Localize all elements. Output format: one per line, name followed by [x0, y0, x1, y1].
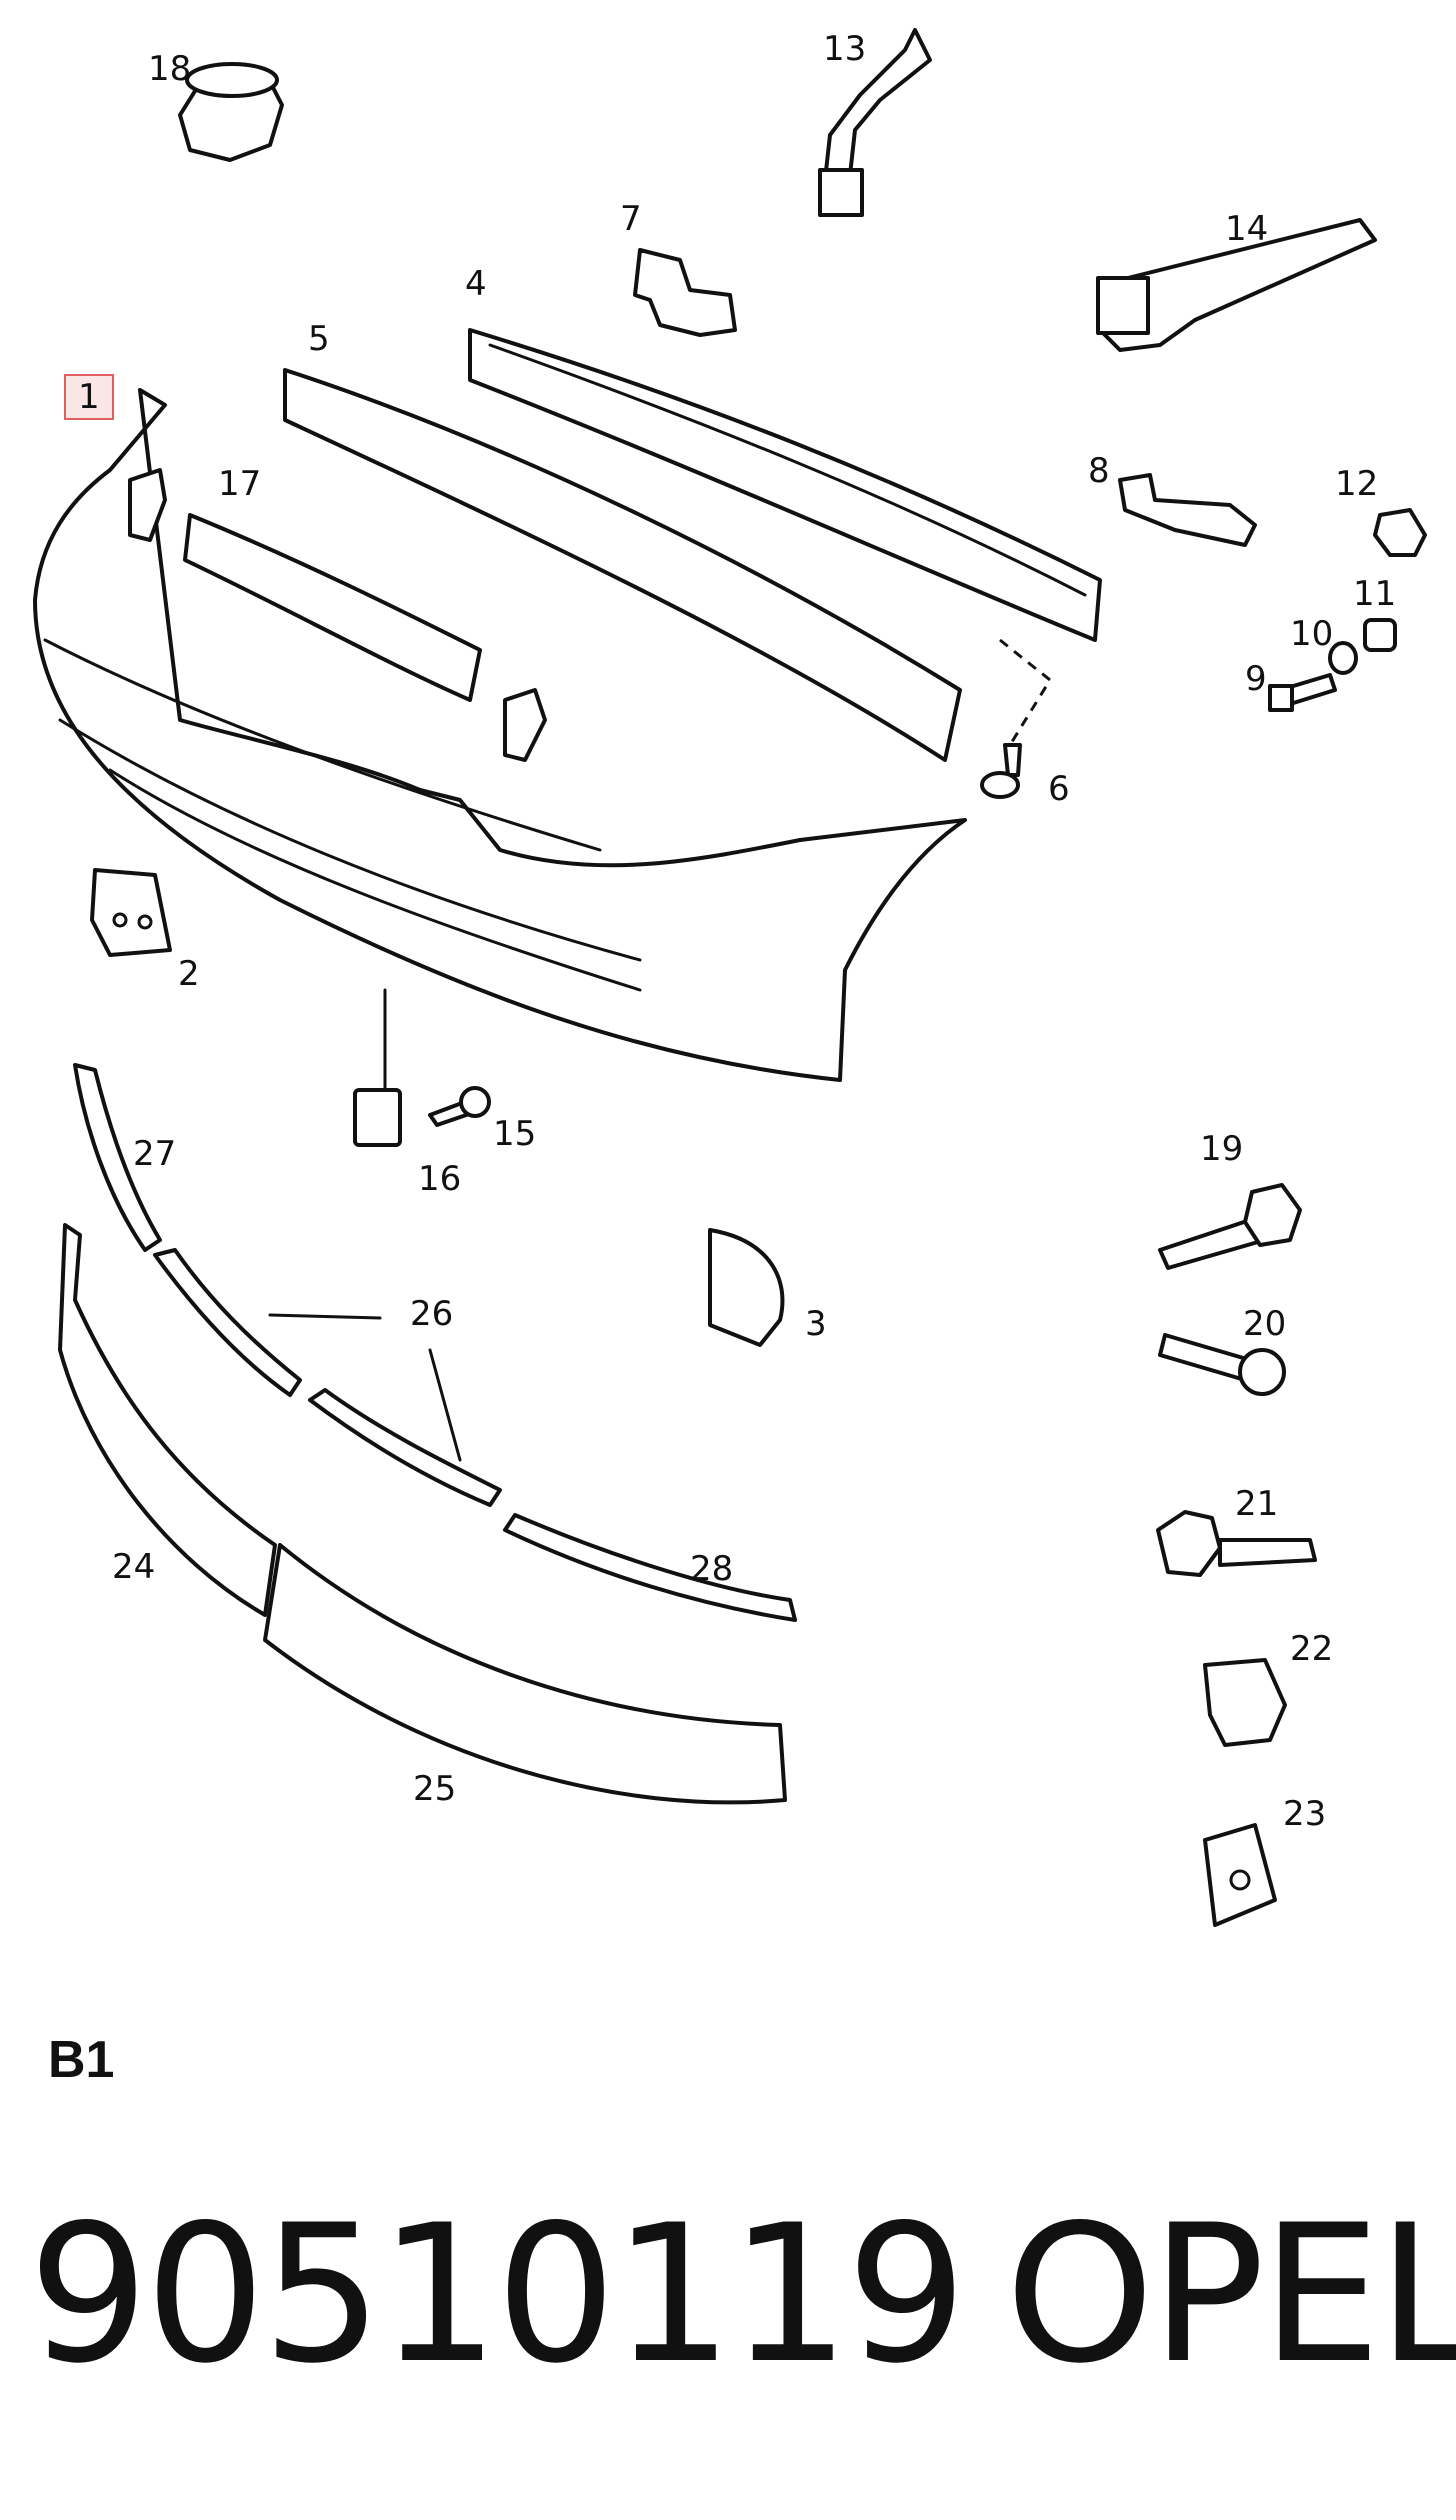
callout-19: 19 — [1200, 1129, 1243, 1169]
callout-2: 2 — [178, 954, 200, 994]
part-15-screw — [428, 1086, 491, 1127]
part-11-nut — [1363, 618, 1397, 652]
callout-4: 4 — [465, 264, 487, 304]
callout-26: 26 — [410, 1294, 453, 1334]
leader-26b — [428, 1348, 462, 1462]
part-10-washer — [1328, 641, 1358, 675]
callout-16: 16 — [418, 1159, 461, 1199]
callout-27: 27 — [133, 1134, 176, 1174]
part-20-screw — [1158, 1333, 1286, 1396]
part-number: 90510119 — [28, 2184, 967, 2405]
part-14-reinforcement — [1096, 218, 1377, 352]
callout-18: 18 — [148, 49, 191, 89]
part-13-bracket — [818, 28, 932, 217]
part-9-bolt — [1268, 673, 1337, 712]
callout-10: 10 — [1290, 614, 1333, 654]
callout-24: 24 — [112, 1547, 155, 1587]
part-27-deflector-strip — [73, 1063, 162, 1252]
callout-12: 12 — [1335, 464, 1378, 504]
callout-8: 8 — [1088, 451, 1110, 491]
callout-21: 21 — [1235, 1484, 1278, 1524]
part-7-bracket — [633, 248, 737, 337]
part-5-trim-strip — [283, 368, 962, 762]
part-21-bolt — [1156, 1510, 1317, 1577]
callout-22: 22 — [1290, 1629, 1333, 1669]
part-23-speed-nut — [1203, 1823, 1277, 1927]
callout-7: 7 — [620, 199, 642, 239]
part-25-spoiler — [263, 1543, 787, 1805]
guide-line-6 — [999, 638, 1052, 746]
part-18-cap — [178, 62, 284, 162]
part-26-strip-segments — [153, 1248, 502, 1507]
part-12-clip — [1373, 508, 1427, 557]
callout-14: 14 — [1225, 209, 1268, 249]
part-16-clip — [353, 1088, 402, 1147]
callout-1: 1 — [78, 377, 100, 417]
part-1-bumper-cover — [33, 388, 967, 1082]
callout-11: 11 — [1353, 574, 1396, 614]
part-22-clip-nut — [1203, 1658, 1287, 1747]
part-6-screw — [980, 743, 1022, 799]
part-3-cap — [708, 1228, 785, 1347]
part-17-grille-strip — [183, 513, 482, 702]
callout-28: 28 — [690, 1549, 733, 1589]
section-code: B1 — [48, 2031, 115, 2089]
callout-1-highlight — [64, 374, 114, 420]
brand-name: OPEL — [1005, 2184, 1456, 2405]
part-8-bracket — [1118, 473, 1257, 547]
callout-20: 20 — [1243, 1304, 1286, 1344]
part-4-impact-bar — [468, 328, 1102, 642]
exploded-parts-diagram: 1234567891011121314151617181920212223242… — [33, 28, 1427, 1927]
part-2-plate — [90, 868, 172, 957]
callout-23: 23 — [1283, 1794, 1326, 1834]
callout-5: 5 — [308, 319, 330, 359]
callout-3: 3 — [805, 1304, 827, 1344]
part-19-bolt — [1158, 1183, 1302, 1270]
callout-25: 25 — [413, 1769, 456, 1809]
callout-9: 9 — [1245, 659, 1267, 699]
callout-labels: 1234567891011121314151617181920212223242… — [78, 29, 1396, 1834]
part-28-strip — [503, 1513, 797, 1622]
callout-15: 15 — [493, 1114, 536, 1154]
part-24-spoiler — [58, 1223, 277, 1617]
callout-17: 17 — [218, 464, 261, 504]
leader-26a — [268, 1313, 382, 1320]
callout-13: 13 — [823, 29, 866, 69]
callout-6: 6 — [1048, 769, 1070, 809]
